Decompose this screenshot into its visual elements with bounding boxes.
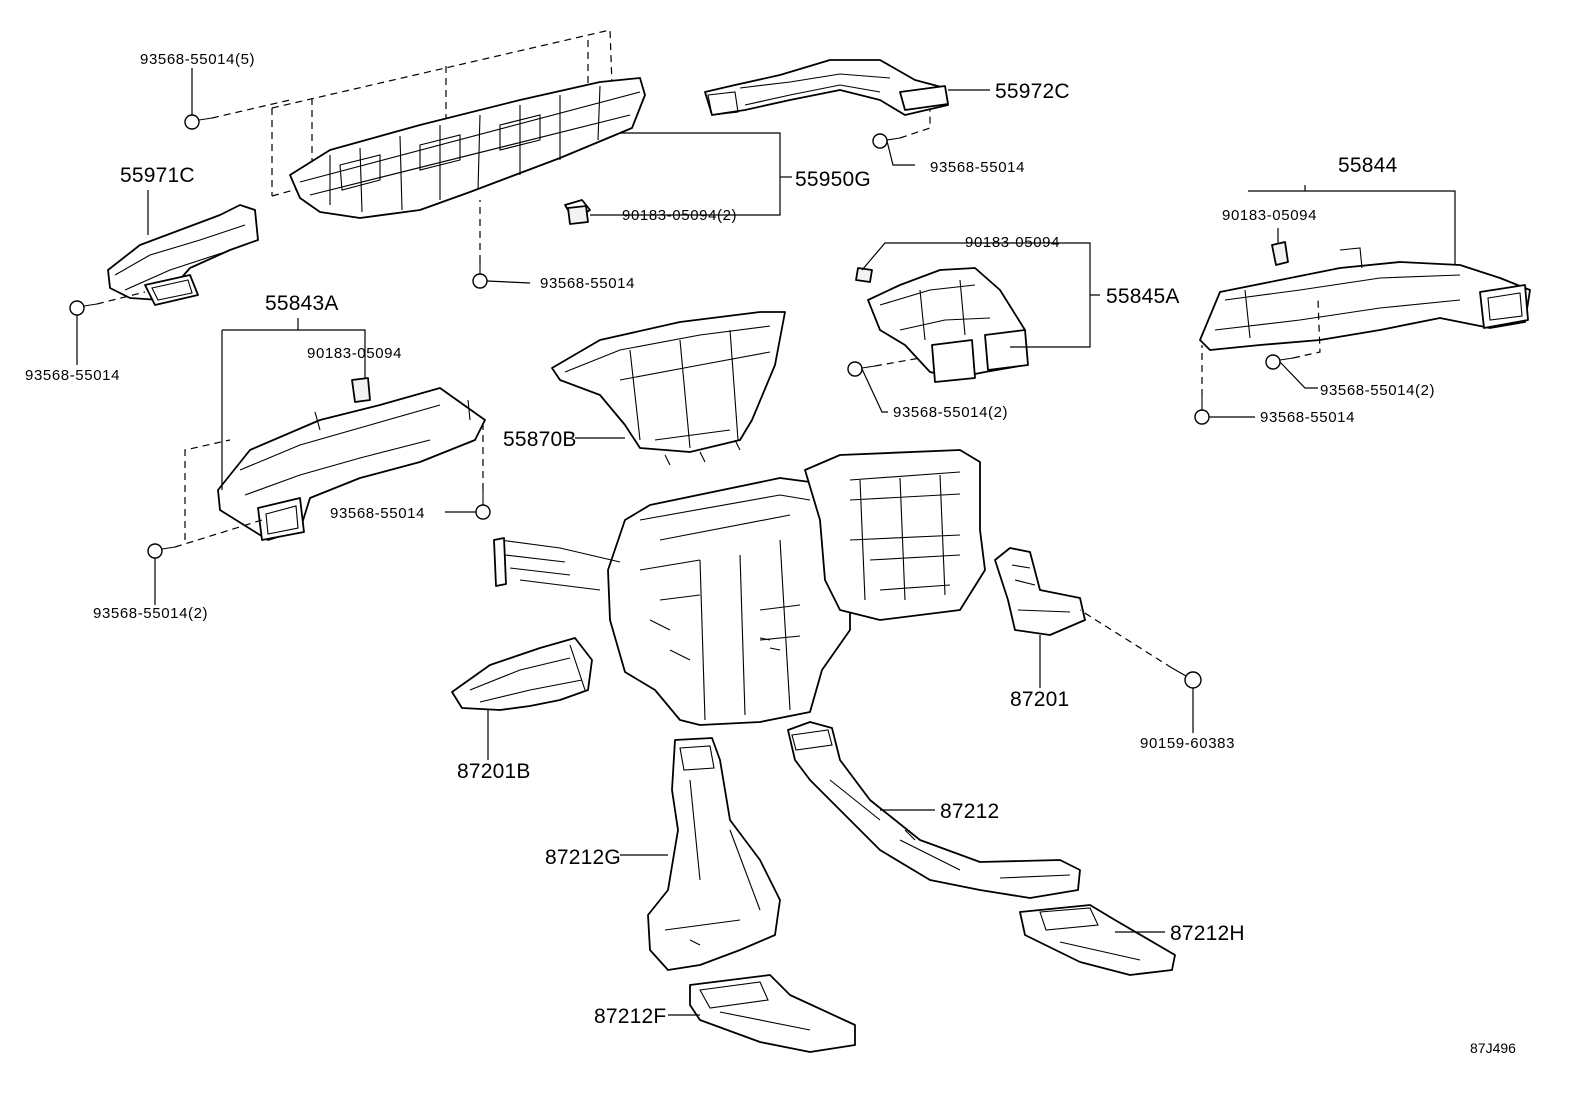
label-fastener-4: 93568-55014 [540,275,635,292]
label-fastener-9: 93568-55014(2) [93,605,208,622]
label-87201B: 87201B [457,760,531,783]
part-55972C-duct [704,59,949,116]
label-fastener-13: 93568-55014(2) [1320,382,1435,399]
label-55843A: 55843A [265,292,339,315]
figure-code: 87J496 [1470,1040,1516,1056]
label-55870B: 55870B [503,428,577,451]
label-fastener-8: 93568-55014 [330,505,425,522]
label-fastener-5: 93568-55014 [25,367,120,384]
label-fastener-14: 90159-60383 [1140,735,1235,752]
label-fastener-10: 90183-05094 [307,345,402,362]
label-87212: 87212 [940,800,999,823]
label-87201: 87201 [1010,688,1069,711]
label-fastener-11: 93568-55014(2) [893,404,1008,421]
part-87201B-duct [451,637,593,711]
part-55971C-duct [107,204,259,306]
leader-lines [76,68,1456,1016]
label-fastener-7: 90183-05094 [965,234,1060,251]
part-55845A-duct [855,267,1029,383]
label-fastener-2: 93568-55014 [930,159,1025,176]
label-fastener-6: 90183-05094 [1222,207,1317,224]
label-55844: 55844 [1338,154,1398,177]
label-87212F: 87212F [594,1005,666,1028]
part-87201-duct [994,547,1086,636]
screw-icon [69,114,1294,689]
label-55972C: 55972C [995,80,1070,103]
part-heater-unit [493,449,986,726]
part-87212-duct [787,721,1176,976]
part-87212G-duct [647,737,856,1053]
label-55845A: 55845A [1106,285,1180,308]
fastener-dashed-lines [96,99,1321,669]
part-55844-duct [1199,241,1531,351]
label-fastener-12: 93568-55014 [1260,409,1355,426]
label-55971C: 55971C [120,164,195,187]
clip-icon [567,205,589,225]
label-87212H: 87212H [1170,922,1245,945]
part-55843A-duct [217,377,486,541]
label-fastener-3: 90183-05094(2) [622,207,737,224]
label-fastener-1: 93568-55014(5) [140,51,255,68]
label-87212G: 87212G [545,846,621,869]
part-55950G-duct [271,29,646,221]
label-55950G: 55950G [795,168,871,191]
part-55870B-duct [551,311,786,466]
